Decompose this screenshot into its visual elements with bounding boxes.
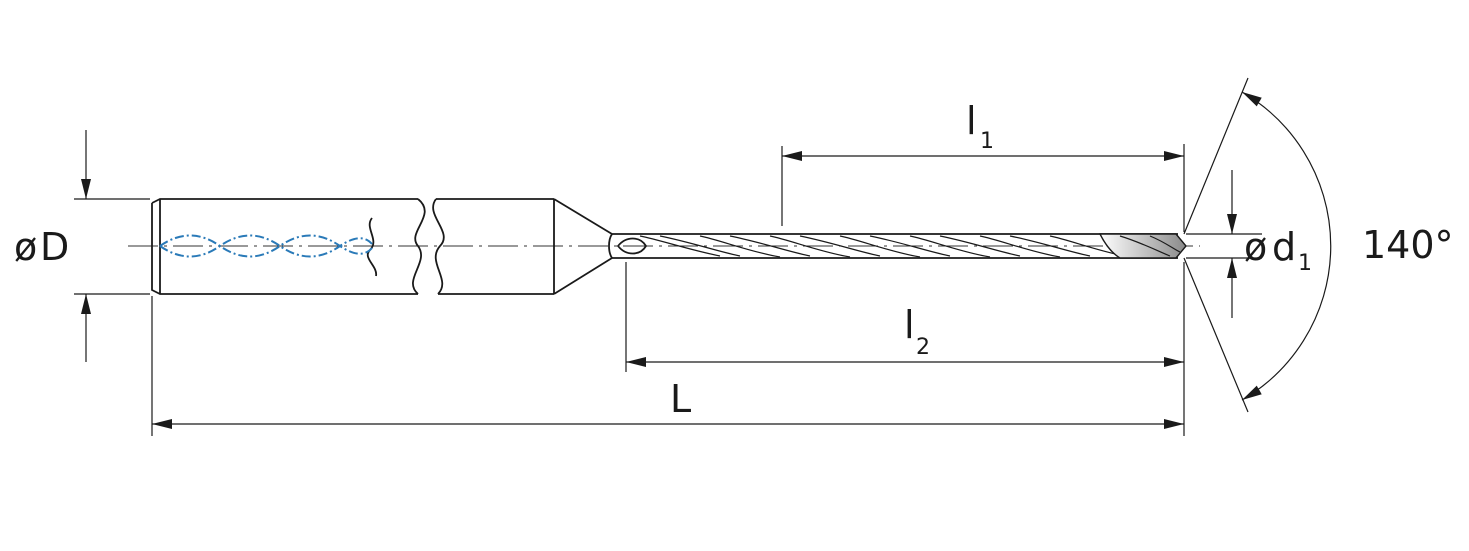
point-angle-label: 140° (1362, 223, 1454, 267)
drill-flutes (616, 233, 1187, 259)
shank-diameter-label: D (40, 225, 69, 269)
point-angle-dimension (1183, 77, 1332, 413)
tip-diameter-label: d (1272, 225, 1296, 269)
shank-left (151, 198, 426, 295)
tip-diameter-subscript: 1 (1298, 251, 1312, 276)
flute-length-label: l (966, 99, 977, 143)
flute-length-dimension (781, 144, 1185, 232)
coolant-channels (159, 234, 373, 258)
diameter-symbol: ø (14, 225, 37, 269)
overall-length-label: L (670, 377, 691, 421)
tip-diameter-symbol: ø (1244, 225, 1267, 269)
flute-length-subscript: 1 (980, 129, 994, 154)
body-length-label: l (904, 303, 915, 347)
shank-right (432, 198, 626, 295)
overall-length-dimension (151, 296, 1184, 436)
shank-diameter-dimension (74, 130, 150, 362)
body-length-dimension (625, 262, 1185, 436)
body-length-subscript: 2 (916, 335, 930, 360)
